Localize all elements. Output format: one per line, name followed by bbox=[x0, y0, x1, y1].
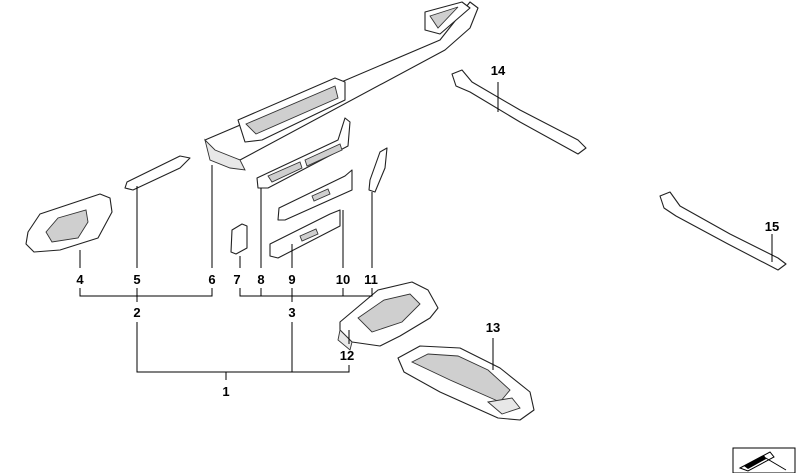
callout-13: 13 bbox=[486, 320, 500, 335]
callout-2: 2 bbox=[133, 305, 140, 320]
leader-lines bbox=[79, 82, 773, 380]
part-14-long-strip[interactable] bbox=[451, 69, 587, 155]
callout-4: 4 bbox=[76, 272, 84, 287]
callout-12: 12 bbox=[340, 348, 354, 363]
part-8-center-upper[interactable] bbox=[256, 117, 351, 189]
callout-5: 5 bbox=[133, 272, 140, 287]
part-7-small-trim[interactable] bbox=[230, 223, 248, 255]
callout-11: 11 bbox=[364, 272, 378, 287]
callout-3: 3 bbox=[288, 305, 295, 320]
part-13-console-cover[interactable] bbox=[397, 345, 535, 421]
callout-14: 14 bbox=[491, 63, 506, 78]
callout-10: 10 bbox=[336, 272, 350, 287]
parts-catalog-icon bbox=[732, 447, 796, 473]
part-15-lower-strip[interactable] bbox=[659, 191, 787, 271]
part-6-dashboard-trim[interactable] bbox=[204, 1, 479, 171]
part-9-center-lower[interactable] bbox=[269, 209, 341, 259]
part-5-trim-strip[interactable] bbox=[124, 155, 191, 191]
callout-15: 15 bbox=[765, 219, 779, 234]
callout-9: 9 bbox=[288, 272, 295, 287]
part-4-vent-trim[interactable] bbox=[25, 193, 113, 253]
part-10-center-middle[interactable] bbox=[277, 169, 353, 221]
callout-7: 7 bbox=[233, 272, 240, 287]
part-12-console-tray[interactable] bbox=[337, 281, 439, 351]
callout-8: 8 bbox=[257, 272, 264, 287]
callout-6: 6 bbox=[208, 272, 215, 287]
callout-1: 1 bbox=[222, 384, 229, 399]
part-11-vertical-trim[interactable] bbox=[368, 147, 388, 193]
